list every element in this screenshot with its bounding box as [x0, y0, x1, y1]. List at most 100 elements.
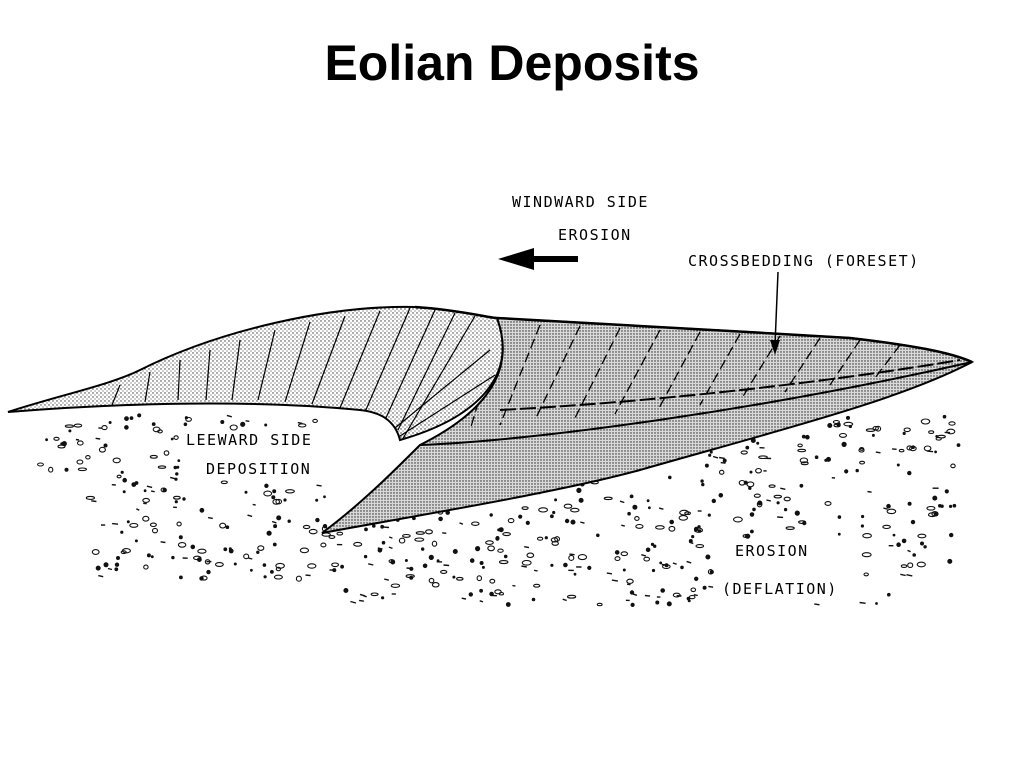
pebble [833, 423, 841, 428]
pebble [526, 552, 535, 559]
pebble [898, 448, 905, 453]
pebble [749, 512, 755, 517]
pebble [732, 516, 743, 523]
pebble [137, 413, 142, 418]
pebble [197, 548, 207, 554]
pebble [620, 551, 629, 557]
pebble [679, 509, 690, 516]
pebble [247, 514, 253, 518]
pebble [570, 507, 580, 513]
pebble [910, 519, 916, 525]
pebble [469, 558, 475, 563]
windward-label-line1: WINDWARD SIDE [512, 193, 649, 211]
pebble [250, 568, 253, 572]
pebble [283, 498, 287, 502]
pebble [225, 525, 230, 530]
pebble [340, 564, 345, 569]
pebble [619, 500, 625, 504]
pebble [149, 522, 157, 528]
pebble [907, 562, 914, 569]
pebble [701, 482, 705, 487]
pebble [95, 565, 101, 571]
pebble [226, 414, 232, 418]
pebble [112, 522, 119, 525]
pebble [124, 416, 129, 422]
pebble [503, 554, 508, 559]
pebble [875, 425, 882, 432]
pebble [907, 470, 912, 476]
pebble [875, 451, 881, 454]
pebble [814, 455, 819, 460]
pebble [497, 528, 501, 532]
pebble [336, 531, 344, 536]
pebble [688, 539, 693, 543]
pebble [459, 522, 464, 525]
pebble [275, 498, 283, 505]
pebble [485, 540, 494, 545]
pebble [404, 559, 408, 562]
pebble [497, 548, 504, 553]
pebble [405, 574, 415, 579]
pebble [421, 547, 425, 551]
pebble [861, 552, 872, 558]
pebble [390, 583, 401, 588]
pebble [184, 416, 188, 420]
windward-label-line2: EROSION [558, 226, 632, 244]
pebble [659, 561, 663, 565]
pebble [98, 574, 104, 578]
pebble [805, 434, 810, 440]
pebble [672, 592, 681, 598]
pebble [799, 457, 809, 464]
pebble [273, 574, 283, 580]
pebble [243, 553, 250, 560]
pebble [200, 575, 208, 581]
pebble [176, 521, 182, 527]
leeward-slip-face [7, 305, 504, 442]
slip-face-lines [111, 307, 496, 440]
pebble [653, 544, 657, 548]
pebble [693, 594, 698, 597]
pebble [859, 460, 866, 465]
pebble [923, 445, 932, 452]
pebble [886, 508, 897, 515]
pebble [658, 507, 664, 510]
pebble [384, 578, 389, 581]
pebble [262, 563, 267, 567]
pebble [862, 533, 872, 539]
pebble [146, 485, 153, 489]
pebble [248, 557, 253, 560]
pebble [121, 548, 131, 554]
pebble [53, 436, 60, 441]
pebble [863, 572, 869, 577]
pebble [507, 518, 515, 524]
pebble [272, 489, 277, 494]
pebble [521, 565, 527, 568]
pebble [295, 575, 302, 582]
pebble [129, 522, 139, 528]
pebble [479, 600, 484, 603]
pebble [564, 518, 570, 524]
pebble [916, 561, 926, 568]
pebble [650, 542, 655, 547]
pebble [207, 516, 213, 520]
pebble [942, 414, 947, 419]
pebble [554, 498, 558, 502]
pebble [773, 494, 783, 499]
pebble [758, 455, 768, 460]
pebble [846, 415, 850, 420]
pebble [440, 569, 448, 574]
pebble [476, 575, 483, 582]
pebble [641, 554, 646, 557]
pebble [98, 446, 106, 453]
pebble [554, 536, 561, 542]
pebble [660, 588, 666, 593]
pebble [926, 505, 936, 511]
pebble [948, 421, 956, 426]
pebble [563, 562, 568, 568]
pebble [797, 448, 807, 453]
pebble [415, 531, 425, 535]
pebble [122, 490, 126, 494]
pebble [73, 423, 83, 428]
pebble [603, 496, 613, 501]
pebble [124, 425, 129, 430]
